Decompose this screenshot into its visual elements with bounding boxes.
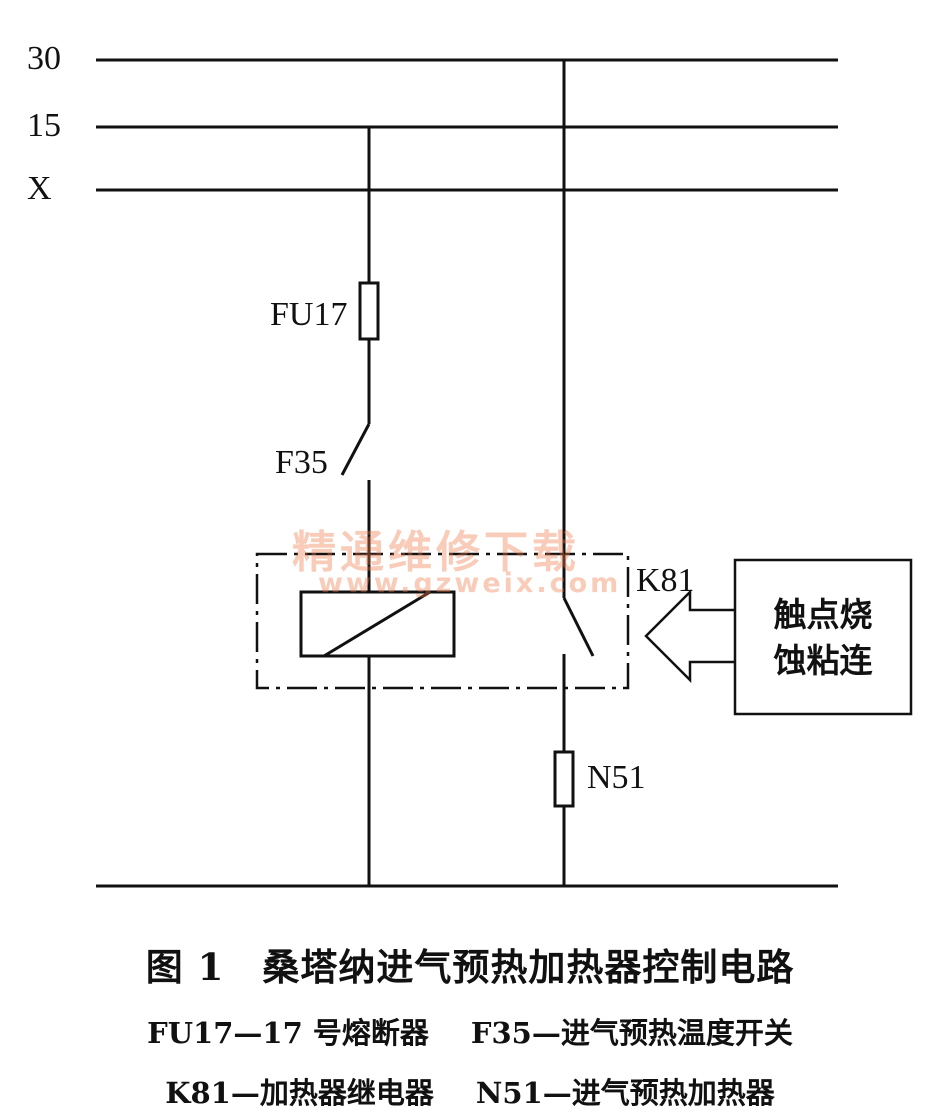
relay-contact-blade xyxy=(562,597,595,657)
relay-coil-diagonal xyxy=(323,590,431,658)
bus-15-label: 15 xyxy=(27,107,61,144)
circuit-diagram xyxy=(96,58,913,888)
fault-arrow xyxy=(644,588,735,684)
relay-coil xyxy=(299,590,456,658)
figure-caption-title: 图 1 桑塔纳进气预热加热器控制电路 xyxy=(145,945,795,989)
bus-30-label: 30 xyxy=(27,40,61,77)
fault-note-line2: 蚀粘连 xyxy=(773,641,873,680)
temp-switch-label: F35 xyxy=(275,444,328,481)
figure-legend-row-2: K81—加热器继电器 N51—进气预热加热器 xyxy=(0,1070,940,1112)
temp-switch-f35-blade xyxy=(340,423,371,476)
watermark-title: 精通维修下载 xyxy=(292,527,580,578)
fuse-label: FU17 xyxy=(270,296,348,333)
relay-label: K81 xyxy=(636,562,695,599)
fault-note-text: 触点烧 蚀粘连 xyxy=(735,592,911,684)
legend-k81: K81—加热器继电器 xyxy=(165,1076,434,1110)
relay-k81-enclosure xyxy=(255,552,630,690)
heater-label: N51 xyxy=(587,759,646,796)
legend-f35: F35—进气预热温度开关 xyxy=(470,1016,793,1050)
fuse-fu17 xyxy=(358,281,380,341)
watermark-url: www.gzweix.com xyxy=(318,568,622,599)
legend-n51: N51—进气预热加热器 xyxy=(475,1076,775,1110)
legend-fu17: FU17—17 号熔断器 xyxy=(147,1016,429,1050)
heater-n51 xyxy=(553,750,575,808)
bus-x-label: X xyxy=(27,170,52,207)
fault-note-line1: 触点烧 xyxy=(773,595,873,634)
fault-note-box xyxy=(733,558,913,716)
figure-legend-row-1: FU17—17 号熔断器 F35—进气预热温度开关 xyxy=(0,1010,940,1052)
